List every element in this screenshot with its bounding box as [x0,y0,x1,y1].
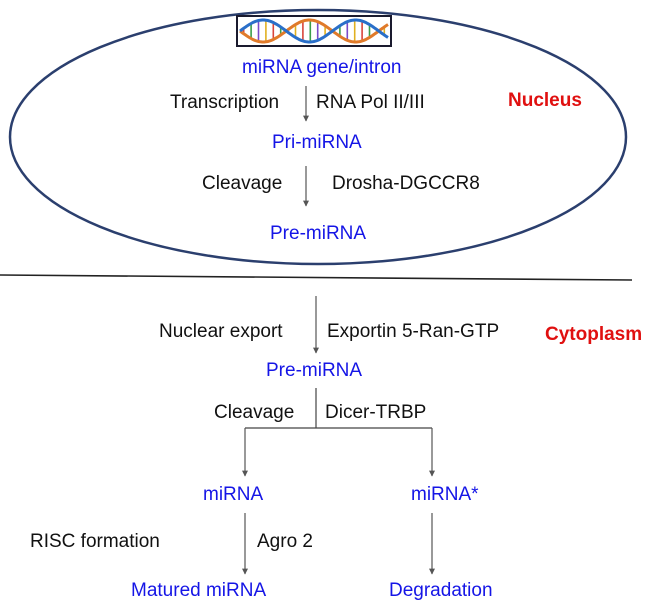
nucleus-cleavage-label: Cleavage [202,173,282,194]
risc-formation-label: RISC formation [30,531,160,552]
nucleus-label: Nucleus [508,90,582,111]
gene-label: miRNA gene/intron [242,57,401,78]
nuclear-export-label: Nuclear export [159,321,283,342]
nucleus-cytoplasm-divider [0,274,633,281]
mirna-star-label: miRNA* [411,484,479,505]
exportin-label: Exportin 5-Ran-GTP [327,321,499,342]
cytoplasm-label: Cytoplasm [545,324,642,345]
matured-mirna-label: Matured miRNA [131,580,266,601]
nucleus-pre-mirna-label: Pre-miRNA [270,223,366,244]
dicer-label: Dicer-TRBP [325,402,426,423]
degradation-label: Degradation [389,580,493,601]
cytoplasm-cleavage-label: Cleavage [214,402,294,423]
drosha-label: Drosha-DGCCR8 [332,173,480,194]
cytoplasm-pre-mirna-label: Pre-miRNA [266,360,362,381]
pri-mirna-label: Pri-miRNA [272,132,362,153]
rna-pol-label: RNA Pol II/III [316,92,425,113]
dna-strand-a [239,18,389,44]
agro2-label: Agro 2 [257,531,313,552]
transcription-step-label: Transcription [170,92,279,113]
dna-helix-icon [236,15,392,47]
mirna-label: miRNA [203,484,263,505]
nucleus-membrane [8,8,628,266]
dna-strand-b [239,18,389,44]
